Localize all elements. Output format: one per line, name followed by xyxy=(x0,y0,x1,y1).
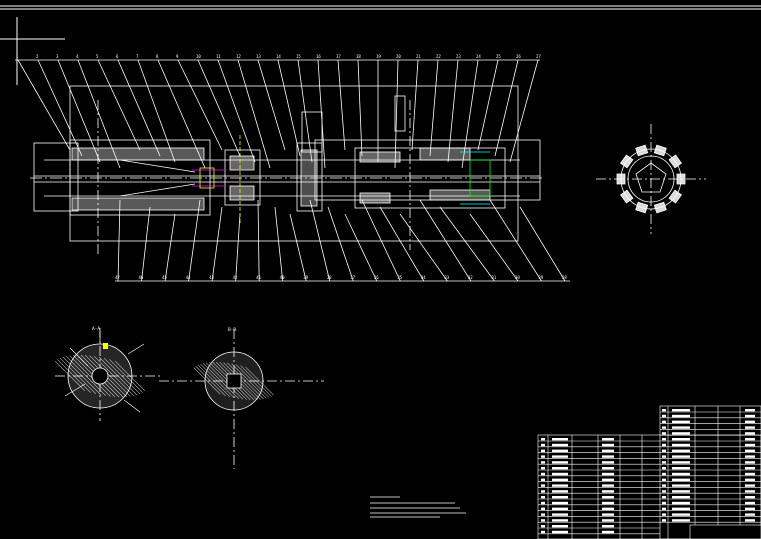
drawing-frame xyxy=(0,5,761,10)
balloon-label-top: 2 xyxy=(36,54,39,59)
balloon-label-top: 15 xyxy=(296,54,301,59)
assembly-colored-details xyxy=(192,135,491,225)
balloon-label-bottom: 36 xyxy=(374,275,379,280)
technical-notes-block xyxy=(370,496,466,518)
balloon-label-bottom: 32 xyxy=(468,275,473,280)
balloon-label-bottom: 35 xyxy=(397,275,402,280)
balloon-label-bottom: 29 xyxy=(538,275,543,280)
balloon-label-top: 11 xyxy=(216,54,221,59)
balloon-label-top: 5 xyxy=(96,54,99,59)
balloon-label-top: 6 xyxy=(116,54,119,59)
balloon-label-bottom: 43 xyxy=(209,275,214,280)
section-a-label: A-A xyxy=(92,326,100,332)
balloon-label-top: 3 xyxy=(56,54,59,59)
balloon-label-top: 24 xyxy=(476,54,481,59)
balloon-label-bottom: 46 xyxy=(139,275,144,280)
balloon-label-bottom: 44 xyxy=(186,275,191,280)
balloon-label-bottom: 31 xyxy=(491,275,496,280)
balloon-label-bottom: 47 xyxy=(115,275,120,280)
balloon-label-top: 19 xyxy=(376,54,381,59)
bom-cell-marks xyxy=(541,409,755,534)
balloon-label-top: 18 xyxy=(356,54,361,59)
crosshair-cursor xyxy=(0,17,65,85)
balloon-label-bottom: 40 xyxy=(280,275,285,280)
balloon-label-bottom: 33 xyxy=(444,275,449,280)
balloon-label-top: 7 xyxy=(136,54,139,59)
balloon-label-top: 17 xyxy=(336,54,341,59)
balloon-label-top: 9 xyxy=(176,54,179,59)
balloon-label-bottom: 37 xyxy=(350,275,355,280)
balloon-label-top: 12 xyxy=(236,54,241,59)
balloon-label-top: 20 xyxy=(396,54,401,59)
cutter-end-view xyxy=(596,124,706,234)
section-view-b: B-B xyxy=(159,327,324,469)
balloon-label-bottom: 42 xyxy=(233,275,238,280)
balloon-label-top: 10 xyxy=(196,54,201,59)
balloon-label-bottom: 34 xyxy=(421,275,426,280)
balloon-label-top: 27 xyxy=(536,54,541,59)
balloon-label-top: 1 xyxy=(16,54,19,59)
bill-of-materials-table xyxy=(537,405,761,539)
balloon-label-bottom: 41 xyxy=(256,275,261,280)
balloon-label-bottom: 30 xyxy=(515,275,520,280)
balloon-label-bottom: 39 xyxy=(303,275,308,280)
balloon-label-bottom: 38 xyxy=(327,275,332,280)
balloon-label-top: 13 xyxy=(256,54,261,59)
balloon-label-top: 8 xyxy=(156,54,159,59)
balloon-label-top: 22 xyxy=(436,54,441,59)
main-assembly-view xyxy=(15,59,570,282)
balloon-label-top: 23 xyxy=(456,54,461,59)
balloon-label-top: 21 xyxy=(416,54,421,59)
balloon-labels-bottom: 47 46 45 44 43 42 41 40 39 38 37 36 35 34 33 32 31 30 29 28 xyxy=(115,275,567,280)
section-view-a: A-A xyxy=(54,326,160,421)
balloon-label-bottom: 28 xyxy=(562,275,567,280)
balloon-label-top: 26 xyxy=(516,54,521,59)
balloon-label-top: 25 xyxy=(496,54,501,59)
balloon-label-top: 4 xyxy=(76,54,79,59)
balloon-label-top: 16 xyxy=(316,54,321,59)
balloon-label-bottom: 45 xyxy=(162,275,167,280)
section-b-label: B-B xyxy=(228,327,236,333)
balloon-label-top: 14 xyxy=(276,54,281,59)
